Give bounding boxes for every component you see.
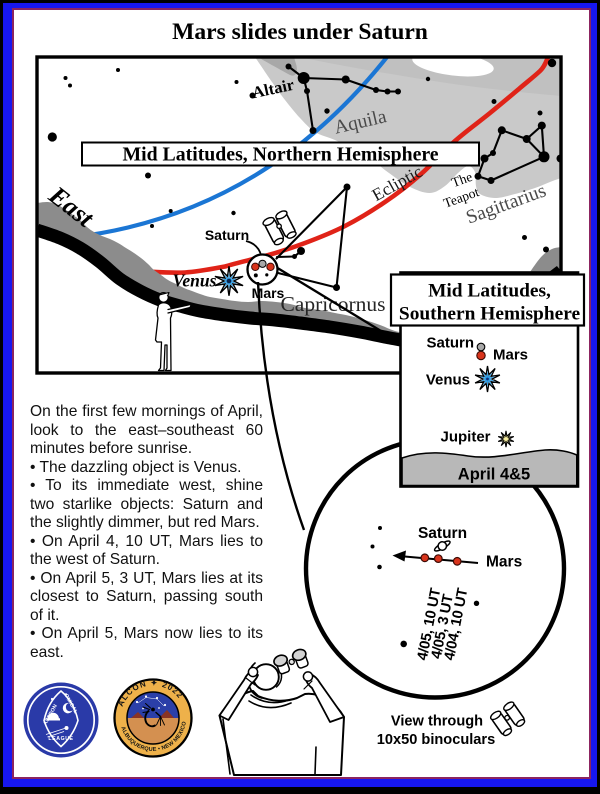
svg-text:Venus: Venus [426, 372, 470, 389]
svg-text:Mars: Mars [252, 285, 285, 301]
svg-text:Jupiter: Jupiter [440, 429, 490, 446]
svg-text:LEAGUE: LEAGUE [48, 736, 73, 742]
svg-text:Saturn: Saturn [426, 335, 474, 352]
svg-text:Saturn: Saturn [418, 525, 467, 542]
svg-text:Capricornus: Capricornus [280, 292, 385, 316]
svg-text:Venus: Venus [173, 271, 217, 291]
svg-text:View through: View through [391, 714, 483, 730]
svg-text:10x50 binoculars: 10x50 binoculars [377, 732, 495, 748]
svg-text:Mid Latitudes, Northern Hemisp: Mid Latitudes, Northern Hemisphere [122, 144, 438, 166]
svg-text:Mid Latitudes,: Mid Latitudes, [428, 281, 551, 302]
svg-text:Saturn: Saturn [205, 227, 249, 243]
svg-text:April 4&5: April 4&5 [458, 466, 530, 484]
svg-text:Mars: Mars [493, 347, 528, 364]
svg-text:The: The [449, 169, 474, 190]
svg-text:Mars: Mars [486, 554, 522, 571]
svg-text:Southern Hemisphere: Southern Hemisphere [399, 304, 581, 325]
